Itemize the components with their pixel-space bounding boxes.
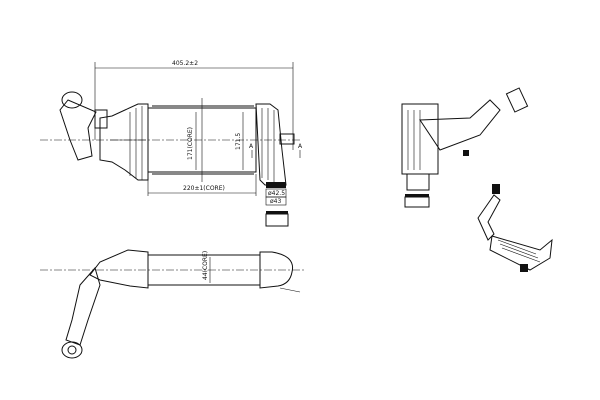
outlet-pipe (279, 133, 295, 145)
top-right-tank (259, 251, 294, 289)
side-coupling (505, 87, 529, 113)
outlet-inner-dia-label: ø42.5 (268, 190, 285, 197)
top-left-tank (89, 249, 149, 289)
section-mark-left: A (249, 143, 254, 150)
core-height-label: 171(CORE) (187, 127, 194, 160)
top-inlet-hose (65, 266, 101, 346)
right-tank (255, 103, 287, 186)
front-view: 405.2±2 171(CORE) 171.5 220±1(CORE) A A … (40, 60, 303, 227)
core-width-label: 220±1(CORE) (183, 185, 225, 192)
seal-ring (265, 213, 289, 227)
side-view (401, 87, 529, 208)
isometric-view (477, 184, 553, 272)
iso-hose (477, 194, 501, 241)
side-hose (419, 99, 501, 151)
inlet-coupling (61, 91, 83, 109)
section-mark-right: A (298, 143, 303, 150)
left-tank (99, 103, 149, 181)
iso-core (489, 235, 553, 271)
top-view: 44(CORE) (40, 249, 305, 359)
tank-height-label: 171.5 (235, 133, 242, 150)
core-depth-label: 44(CORE) (202, 251, 209, 280)
outlet-outer-dia-label: ø43 (270, 198, 281, 205)
overall-length-label: 405.2±2 (172, 60, 198, 67)
inlet-hose (59, 99, 97, 161)
